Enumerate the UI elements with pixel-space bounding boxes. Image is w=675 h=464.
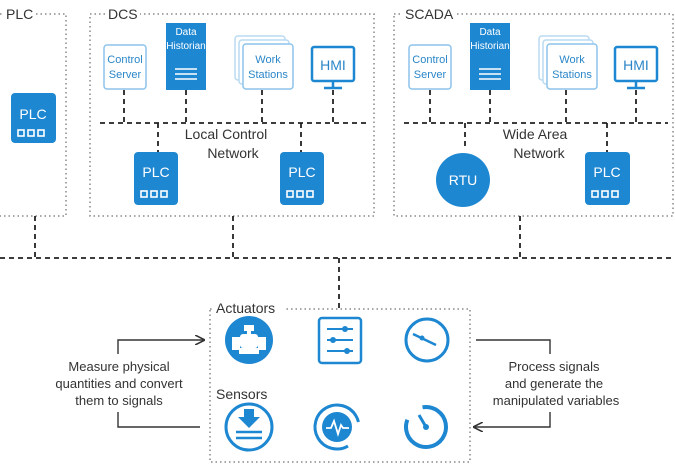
dcs-data-historian: Data Historian (166, 23, 206, 90)
scada-data-historian-label-2: Historian (470, 41, 509, 52)
scada-hmi-label: HMI (623, 57, 649, 73)
scada-control-server-label-1: Control (412, 54, 447, 66)
scada-rtu: RTU (436, 153, 490, 207)
network-links (0, 90, 675, 309)
dcs-group-title: DCS (108, 6, 138, 22)
gauge-dial-icon (404, 317, 450, 363)
standalone-plc: PLC (11, 93, 56, 143)
scada-hmi-icon: HMI (613, 45, 659, 90)
plc-group-title: PLC (6, 6, 33, 22)
dcs-control-server: Control Server (103, 44, 147, 90)
server-slots-icon (175, 68, 197, 80)
scada-control-server-label-2: Server (414, 69, 447, 81)
server-slots-icon (479, 68, 501, 80)
wide-area-network-label-2: Network (513, 145, 565, 161)
plc-group: PLC (0, 4, 67, 217)
dcs-network-label: Local Control Network (185, 124, 268, 161)
dcs-plc-1: PLC (134, 152, 178, 205)
scada-work-stations: Work Stations (538, 35, 598, 90)
control-server-label-1: Control (107, 54, 142, 66)
valve-icon (225, 316, 273, 364)
io-ports-icon (286, 190, 314, 198)
data-historian-label-1: Data (175, 27, 197, 38)
scada-plc-label: PLC (593, 164, 620, 180)
actuators-title: Actuators (216, 300, 275, 316)
work-stations-label-2: Stations (248, 69, 288, 81)
scada-data-historian-label-1: Data (479, 27, 501, 38)
signal-monitor-icon (313, 403, 361, 451)
io-ports-icon (140, 190, 168, 198)
io-ports-icon (591, 190, 619, 198)
scada-network-label: Wide Area Network (499, 124, 571, 161)
scada-group: SCADA (393, 4, 674, 217)
scada-work-stations-label-1: Work (559, 54, 585, 66)
measure-annotation-line-3: them to signals (75, 393, 163, 408)
dcs-plc-1-label: PLC (142, 164, 169, 180)
scada-control-server: Control Server (408, 44, 452, 90)
wide-area-network-label-1: Wide Area (503, 126, 568, 142)
io-ports-icon (17, 129, 45, 137)
process-annotation: Process signals and generate the manipul… (493, 359, 620, 408)
dcs-hmi-icon: HMI (310, 45, 356, 90)
measure-annotation: Measure physical quantities and convert … (55, 359, 183, 408)
standalone-plc-label: PLC (19, 106, 46, 122)
rtu-label: RTU (449, 172, 478, 188)
control-server-label-2: Server (109, 69, 142, 81)
sensors-title: Sensors (216, 386, 267, 402)
dcs-group: DCS (89, 4, 375, 217)
scada-group-title: SCADA (405, 6, 454, 22)
data-historian-label-2: Historian (166, 41, 205, 52)
local-control-network-label-1: Local Control (185, 126, 268, 142)
work-stations-label-1: Work (255, 54, 281, 66)
scada-work-stations-label-2: Stations (552, 69, 592, 81)
dcs-work-stations: Work Stations (234, 35, 294, 90)
dcs-plc-2-label: PLC (288, 164, 315, 180)
local-control-network-label-2: Network (207, 145, 259, 161)
scada-plc: PLC (585, 152, 630, 205)
process-annotation-line-1: Process signals (508, 359, 600, 374)
measure-annotation-line-2: quantities and convert (55, 376, 183, 391)
scada-data-historian: Data Historian (470, 23, 510, 90)
measure-annotation-line-1: Measure physical (68, 359, 169, 374)
process-annotation-line-3: manipulated variables (493, 393, 620, 408)
process-annotation-line-2: and generate the (505, 376, 603, 391)
dcs-plc-2: PLC (280, 152, 324, 205)
sliders-icon (317, 316, 363, 365)
timer-dial-icon (404, 405, 448, 449)
dcs-hmi-label: HMI (320, 57, 346, 73)
level-sensor-icon (224, 402, 274, 452)
